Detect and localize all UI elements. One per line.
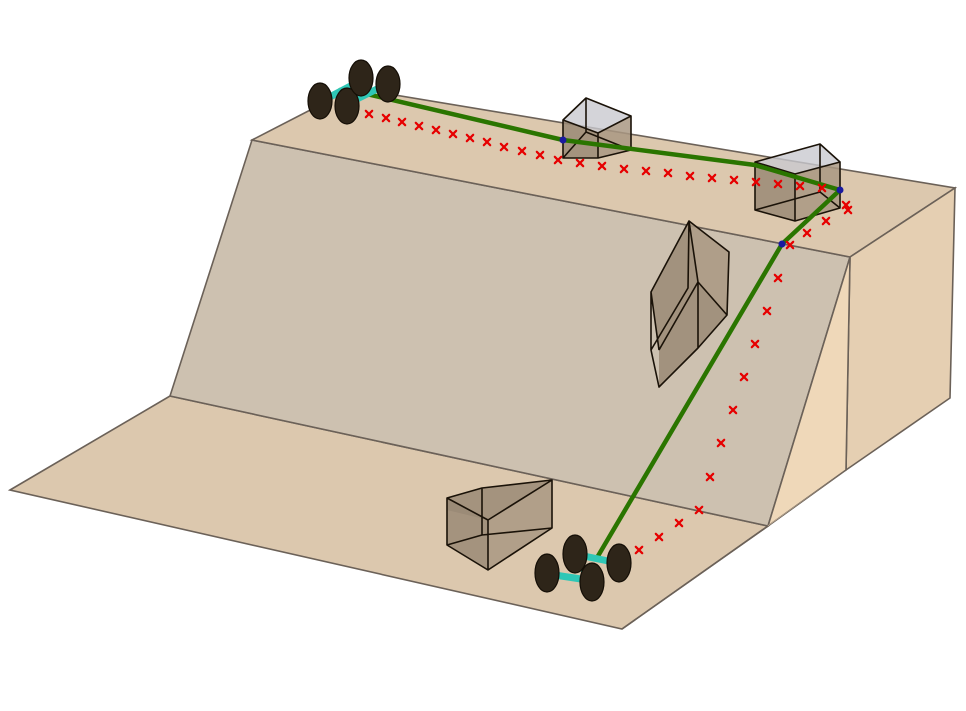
trace-x-marker <box>663 168 673 178</box>
trace-x-marker <box>762 306 772 316</box>
trace-x-marker <box>381 113 391 123</box>
waypoints <box>559 136 844 248</box>
wheel-icon <box>534 553 560 593</box>
rover-bottom <box>534 534 632 602</box>
rover-top-left <box>307 59 401 125</box>
obstacle-box-top-right <box>754 143 841 222</box>
trace-x-marker <box>431 125 441 135</box>
trace-x-marker <box>728 405 738 415</box>
trace-x-marker <box>448 129 458 139</box>
wheel-icon <box>606 543 632 583</box>
wheel-icon <box>375 65 401 103</box>
waypoint-2 <box>836 186 844 194</box>
trace-x-marker <box>414 121 424 131</box>
obstacle-box-slope <box>650 220 730 388</box>
wheel-icon <box>348 59 374 97</box>
trace-x-marker <box>802 228 812 238</box>
trace-x-marker <box>553 155 563 165</box>
trace-x-marker <box>517 146 527 156</box>
trace-x-marker <box>821 216 831 226</box>
trace-x-marker <box>750 339 760 349</box>
trace-x-marker <box>499 142 509 152</box>
obstacle-box-bottom <box>446 479 553 571</box>
trace-x-marker <box>707 173 717 183</box>
wheel-icon <box>307 82 333 120</box>
trace-x-marker <box>654 532 664 542</box>
wheel-icon <box>334 87 360 125</box>
trace-x-marker <box>575 158 585 168</box>
trace-x-marker <box>685 171 695 181</box>
trace-x-marker <box>729 175 739 185</box>
trace-x-marker <box>397 117 407 127</box>
trace-x-marker <box>674 518 684 528</box>
waypoint-1 <box>559 136 567 144</box>
trace-x-marker <box>634 545 644 555</box>
trace-x-marker <box>364 109 374 119</box>
trace-markers <box>347 105 853 582</box>
trace-x-marker <box>817 183 827 193</box>
trace-x-marker <box>843 205 853 215</box>
trace-x-marker <box>597 161 607 171</box>
trace-x-marker <box>795 181 805 191</box>
trace-x-marker <box>641 166 651 176</box>
trace-x-marker <box>773 179 783 189</box>
trace-x-marker <box>482 137 492 147</box>
trace-x-marker <box>785 240 795 250</box>
trace-x-marker <box>739 372 749 382</box>
trace-x-marker <box>535 150 545 160</box>
trace-x-marker <box>716 438 726 448</box>
trace-x-marker <box>694 505 704 515</box>
trace-x-marker <box>773 273 783 283</box>
trace-x-marker <box>465 133 475 143</box>
trace-x-marker <box>705 472 715 482</box>
trace-x-marker <box>619 164 629 174</box>
waypoint-3 <box>778 240 786 248</box>
wheel-icon <box>562 534 588 574</box>
wheel-icon <box>579 562 605 602</box>
trace-x-marker <box>751 177 761 187</box>
